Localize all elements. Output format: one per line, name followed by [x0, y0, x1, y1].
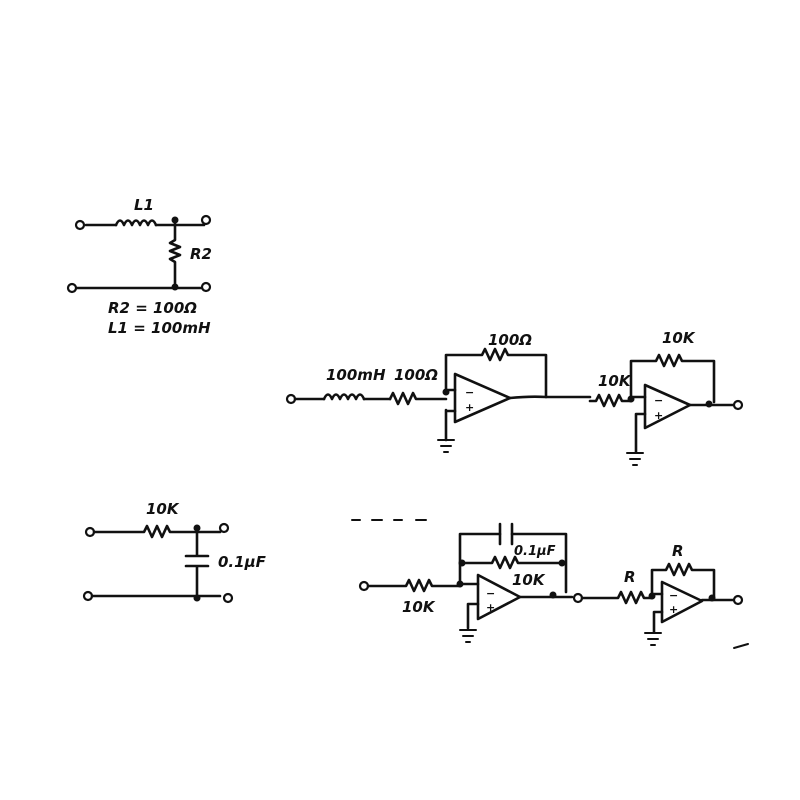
resistor-10k	[92, 524, 222, 539]
junction-dot	[549, 591, 557, 599]
input-terminal	[66, 282, 78, 294]
junction-dot	[171, 283, 179, 291]
feedback-capacitor-label: 0.1μF	[514, 544, 556, 559]
output-terminal	[732, 399, 744, 411]
input-terminal	[74, 219, 86, 231]
ground-symbol	[437, 439, 455, 453]
wire	[508, 395, 592, 400]
opamp-plus: +	[486, 601, 495, 614]
input-resistor-label: 100Ω	[394, 366, 438, 384]
ground-symbol	[626, 452, 644, 466]
opamp-minus: −	[465, 386, 474, 399]
input-resistor-label: 10K	[402, 598, 436, 616]
opamp-triangle	[476, 573, 522, 621]
resistor-label: 10K	[146, 500, 180, 518]
ground-symbol	[644, 632, 662, 646]
resistor-10k-inverter-input	[588, 393, 633, 408]
feedback-capacitor-wire	[458, 532, 568, 594]
opamp-minus: −	[669, 589, 678, 602]
junction-dot	[708, 594, 716, 602]
opamp-minus: −	[654, 394, 663, 407]
output-terminal	[218, 522, 230, 534]
wire	[650, 592, 664, 634]
opamp-plus: +	[654, 409, 663, 422]
inductor-label: 100mH	[326, 366, 386, 384]
output-terminal	[200, 214, 212, 226]
feedback-resistor-label: 10K	[512, 571, 546, 589]
feedback-resistor-10k	[629, 353, 716, 404]
stray-mark	[733, 643, 749, 649]
opamp-triangle	[453, 372, 512, 424]
output-terminal	[732, 594, 744, 606]
resistor-r2	[168, 218, 182, 289]
wire	[458, 582, 480, 630]
feedback-resistor-r	[650, 562, 716, 600]
resistor-100-ohm-input	[388, 391, 448, 406]
inverter-feedback-resistor-label: R	[672, 542, 684, 560]
wire	[629, 395, 647, 454]
resistor-10k-input	[366, 578, 462, 593]
resistor-label: R2	[190, 245, 212, 263]
resistor-r-inverter-input	[580, 590, 654, 605]
capacitor-0-1uf	[184, 526, 210, 600]
inductor-100mh	[322, 393, 366, 401]
rl-network: L1 R2 R2 = 100Ω L1 = 100mH	[66, 196, 212, 337]
inverter-input-resistor-label: 10K	[598, 372, 632, 390]
inductor-l1	[114, 219, 158, 227]
rl-opamp-circuit: − + − + 100mH 100Ω 100Ω 10K 10K	[285, 329, 744, 466]
ground-symbol	[459, 629, 477, 643]
output-terminal	[200, 281, 212, 293]
junction-dot	[558, 559, 566, 567]
value-r2: R2 = 100Ω	[108, 299, 197, 317]
opamp-triangle	[660, 580, 704, 624]
output-terminal	[222, 592, 234, 604]
inductor-label: L1	[134, 196, 154, 214]
capacitor-label: 0.1μF	[218, 553, 267, 571]
feedback-capacitor-0-1uf	[498, 522, 514, 546]
feedback-resistor-label: 100Ω	[488, 331, 532, 349]
opamp-minus: −	[486, 587, 495, 600]
value-l1: L1 = 100mH	[108, 319, 211, 337]
opamp-plus: +	[465, 401, 474, 414]
feedback-resistor-10k	[460, 555, 564, 570]
opamp-triangle	[643, 383, 692, 430]
feedback-resistor-100-ohm	[444, 347, 548, 399]
rc-network: 10K 0.1μF	[82, 500, 267, 604]
wire	[444, 388, 457, 442]
rc-opamp-circuit: − + − + 10K 0.1μF 10K R R	[351, 519, 749, 649]
opamp-plus: +	[669, 603, 678, 616]
inverter-feedback-resistor-label: 10K	[662, 329, 696, 347]
inverter-input-resistor-label: R	[624, 568, 636, 586]
junction-dot	[193, 594, 201, 602]
junction-dot	[705, 400, 713, 408]
